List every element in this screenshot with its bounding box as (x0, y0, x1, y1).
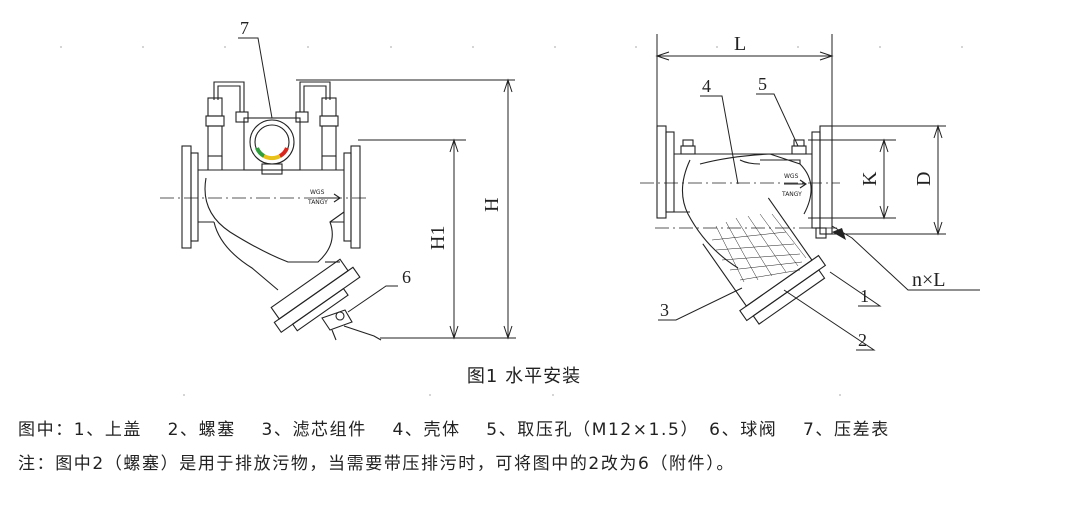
parts-legend: 图中：1、上盖 2、螺塞 3、滤芯组件 4、壳体 5、取压孔（M12×1.5） … (18, 420, 890, 440)
callout-2: 2 (858, 330, 867, 350)
right-nameplate-line2: TANGY (781, 191, 802, 198)
gauge-red-zone (278, 147, 289, 158)
callout-5: 5 (758, 74, 767, 94)
gauge-housing (243, 117, 301, 171)
right-nameplate-line1: WGS (784, 173, 799, 180)
legend-note: 注：图中2（螺塞）是用于排放污物，当需要带压排污时，可将图中的2改为6（附件）。 (18, 454, 735, 474)
callout-6: 6 (402, 267, 411, 287)
right-view-valve (656, 125, 833, 325)
center-lines (160, 182, 840, 229)
dimension-d: D (913, 172, 935, 186)
callout-3: 3 (660, 300, 669, 320)
callout-7: 7 (240, 18, 249, 38)
callout-4: 4 (702, 76, 711, 96)
gauge-yellow-zone (263, 154, 281, 161)
gauge-green-zone (255, 147, 266, 158)
figure-caption: 图1 水平安装 (466, 366, 582, 387)
callout-1: 1 (860, 286, 869, 306)
right-dimensions (655, 34, 980, 351)
filter-mesh-hatch (711, 213, 807, 283)
left-inlet-flange (181, 145, 192, 249)
dimension-k: K (859, 171, 881, 186)
left-nameplate-line1: WGS (310, 189, 325, 196)
dimension-h: H (481, 198, 503, 212)
dimension-nxl: n×L (912, 269, 946, 291)
dimension-h1: H1 (427, 226, 449, 250)
left-dimensions (238, 37, 516, 340)
left-view-valve (181, 81, 382, 341)
dimension-l: L (734, 33, 746, 55)
left-outlet-flange (350, 145, 361, 249)
figure-caption-container: 图1 水平安装 (0, 362, 1068, 388)
left-nameplate-line2: TANGY (307, 199, 328, 206)
right-inlet-flange (656, 125, 667, 219)
